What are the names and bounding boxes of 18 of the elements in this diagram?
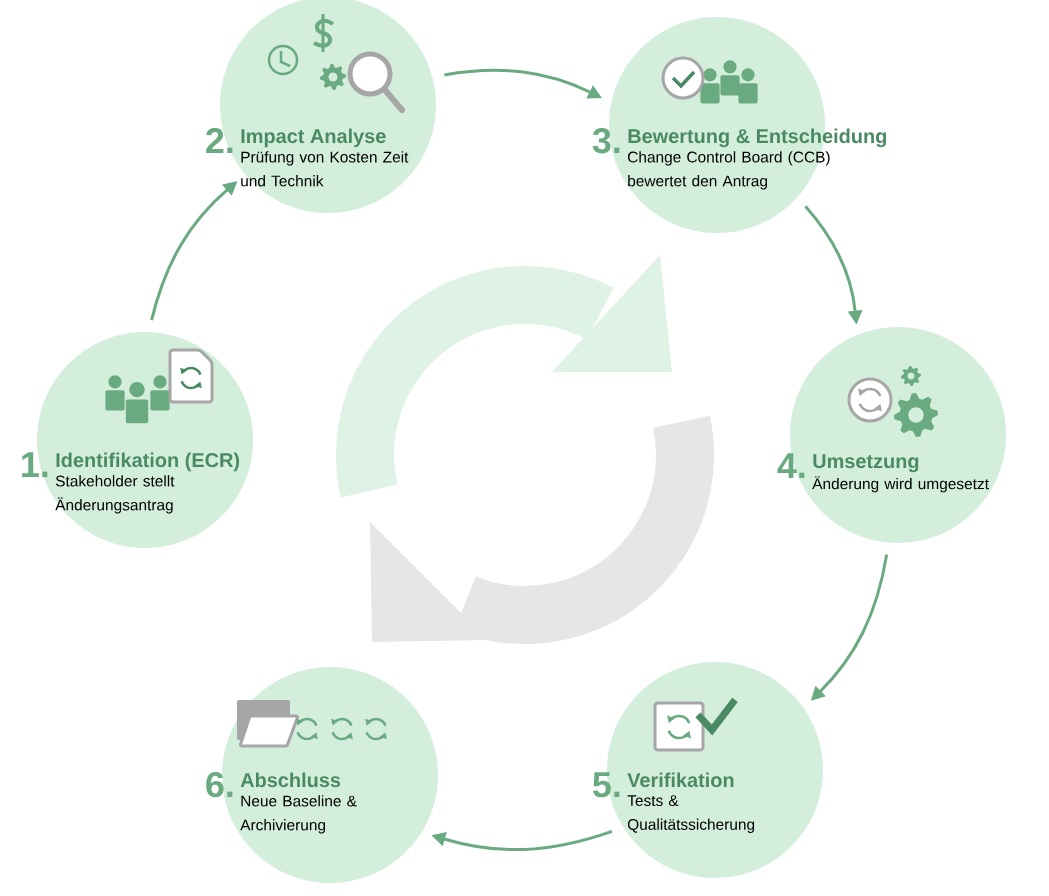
step-description: Tests & Qualitätssicherung (627, 795, 755, 833)
step-number: 5. (593, 772, 620, 798)
step-number: 1. (22, 452, 48, 477)
step-number: 2. (206, 127, 233, 153)
step-title: Bewertung & Entscheidung (628, 128, 886, 148)
step-number: 6. (206, 771, 233, 798)
step-description: Neue Baseline & Archivierung (240, 795, 357, 834)
step-number: 3. (592, 127, 620, 154)
step-title: Impact Analyse (241, 128, 386, 148)
step-number: 4. (777, 453, 805, 478)
step-title: Umsetzung (813, 454, 919, 473)
step-description: Prüfung von Kosten Zeit und Technik (241, 151, 409, 187)
step-description: Stakeholder stellt Änderungsantrag (55, 475, 175, 514)
step-description: Change Control Board (CCB) bewertet den Antrag (628, 151, 830, 190)
step-title: Identifikation (ECR) (56, 452, 240, 472)
step-title: Verifikation (627, 772, 734, 788)
step-description: Änderung wird umgesetzt (812, 476, 989, 493)
step-title: Abschluss (240, 772, 341, 788)
